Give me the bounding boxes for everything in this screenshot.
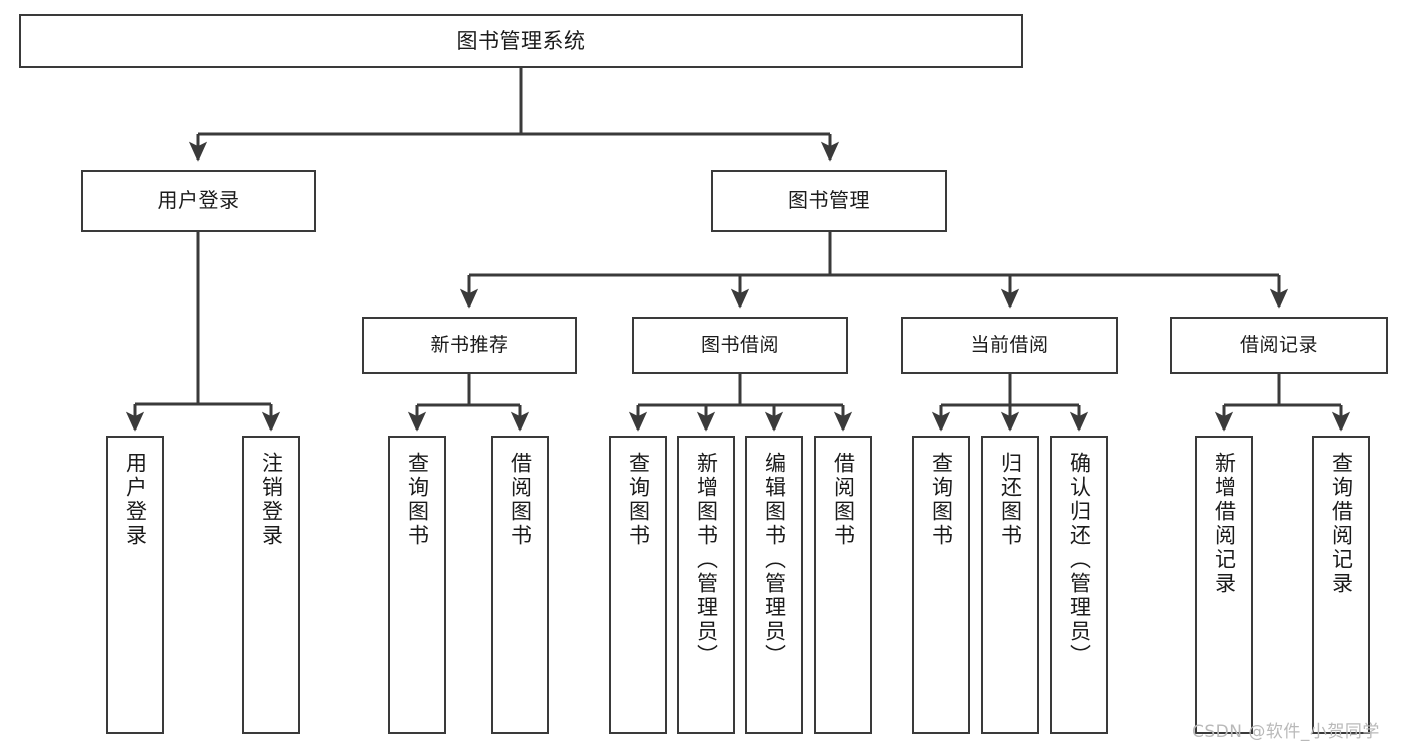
node-label: 查询图书 [626,452,651,548]
leaf-add-record[interactable]: 新增借阅记录 [1195,436,1253,734]
node-label: 用户登录 [123,452,148,548]
leaf-confirm-return[interactable]: 确认归还（管理员） [1050,436,1108,734]
node-label: 新增借阅记录 [1212,452,1237,596]
node-label: 借阅记录 [1239,334,1318,357]
leaf-user-logout[interactable]: 注销登录 [242,436,300,734]
leaf-borrow-book-2[interactable]: 借阅图书 [814,436,872,734]
leaf-query-book-2[interactable]: 查询图书 [609,436,667,734]
node-label: 图书管理 [788,188,870,213]
node-label: 归还图书 [998,452,1023,548]
node-label: 新增图书（管理员） [694,452,719,668]
csdn-watermark: CSDN @软件_小贺同学 [1192,722,1380,742]
node-user-login[interactable]: 用户登录 [81,170,316,232]
node-label: 查询图书 [929,452,954,548]
node-borrow-record[interactable]: 借阅记录 [1170,317,1388,374]
leaf-user-login[interactable]: 用户登录 [106,436,164,734]
leaf-query-record[interactable]: 查询借阅记录 [1312,436,1370,734]
leaf-query-book-3[interactable]: 查询图书 [912,436,970,734]
node-label: 当前借阅 [970,334,1049,357]
node-book-manage[interactable]: 图书管理 [711,170,947,232]
node-label: 新书推荐 [430,334,509,357]
leaf-query-book-1[interactable]: 查询图书 [388,436,446,734]
node-label: 用户登录 [157,188,240,213]
node-current-borrow[interactable]: 当前借阅 [901,317,1118,374]
node-label: 图书借阅 [700,334,779,357]
node-new-book-recommend[interactable]: 新书推荐 [362,317,577,374]
node-label: 确认归还（管理员） [1067,452,1092,668]
leaf-return-book[interactable]: 归还图书 [981,436,1039,734]
node-label: 借阅图书 [508,452,533,548]
leaf-edit-book[interactable]: 编辑图书（管理员） [745,436,803,734]
node-label: 查询图书 [405,452,430,548]
node-label: 图书管理系统 [456,28,586,53]
node-label: 借阅图书 [831,452,856,548]
node-book-borrow[interactable]: 图书借阅 [632,317,848,374]
node-label: 查询借阅记录 [1329,452,1354,596]
node-label: 注销登录 [259,452,284,548]
leaf-borrow-book-1[interactable]: 借阅图书 [491,436,549,734]
leaf-add-book[interactable]: 新增图书（管理员） [677,436,735,734]
node-root-system[interactable]: 图书管理系统 [19,14,1023,68]
node-label: 编辑图书（管理员） [762,452,787,668]
